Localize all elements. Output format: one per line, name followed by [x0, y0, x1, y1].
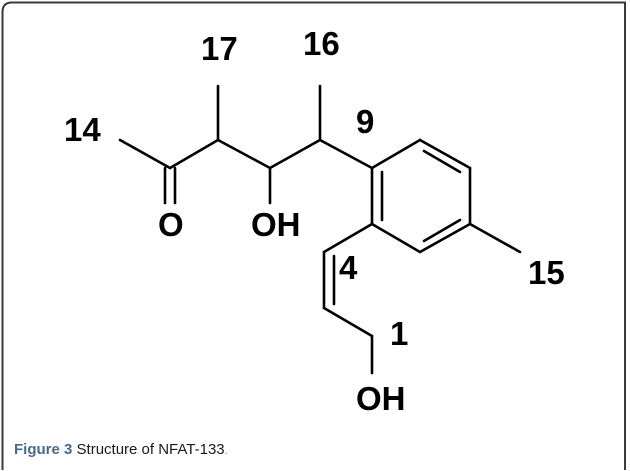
- label-c4: 4: [339, 249, 358, 286]
- label-c17: 17: [201, 30, 238, 67]
- bond-c11-c10: [268, 138, 322, 170]
- label-c9: 9: [356, 103, 374, 140]
- caption-text: Structure of NFAT-133: [72, 441, 225, 458]
- label-hydroxyl-mid: OH: [251, 206, 301, 243]
- label-ketone-oxygen: O: [158, 206, 184, 243]
- label-c1: 1: [390, 315, 408, 352]
- bond-ring-c15: [468, 222, 522, 254]
- caption-figure-label: Figure 3: [14, 441, 73, 458]
- bond-ring-c4: [322, 222, 374, 254]
- ring-bond-4: [418, 222, 472, 254]
- ring-bond-5: [370, 222, 422, 254]
- bond-c3-c2: [322, 306, 374, 338]
- bonds: [118, 84, 522, 375]
- label-c14: 14: [64, 111, 101, 148]
- ring-double-1: [422, 149, 462, 174]
- bond-c10-ring: [318, 138, 374, 170]
- bond-c13-c12: [168, 138, 220, 170]
- caption-period: .: [224, 445, 228, 457]
- ring-double-2: [422, 218, 462, 243]
- label-c16: 16: [303, 25, 340, 62]
- label-hydroxyl-end: OH: [356, 380, 406, 417]
- ring-bond-2: [418, 138, 472, 170]
- atom-labels: 14 17 16 9 O OH 4 15 1 OH: [64, 25, 565, 417]
- figure-caption: Figure 3 Structure of NFAT-133.: [14, 441, 228, 458]
- bond-c12-c11: [216, 138, 272, 170]
- bond-c14-c13: [118, 138, 172, 170]
- ring-bond-1: [370, 138, 422, 170]
- label-c15: 15: [528, 254, 565, 291]
